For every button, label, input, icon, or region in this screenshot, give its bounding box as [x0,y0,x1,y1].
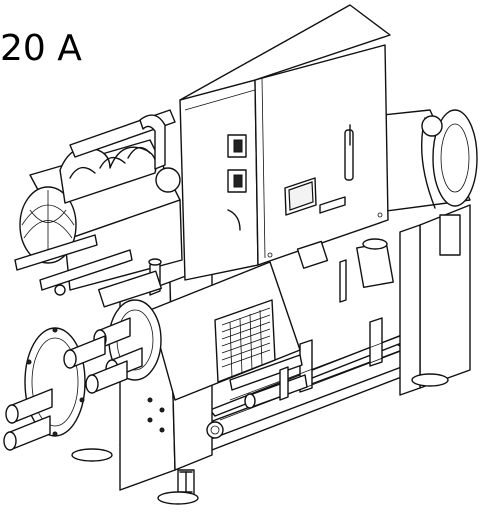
evaporator-shell [24,261,301,437]
compressor [14,109,183,308]
vent-grille [221,307,271,379]
side-switches [227,134,247,231]
display-window [284,177,317,216]
refrigerant-piping [206,238,394,439]
figure-label: 20 A [0,28,82,69]
control-panel [179,4,391,281]
water-nozzles [3,317,143,451]
